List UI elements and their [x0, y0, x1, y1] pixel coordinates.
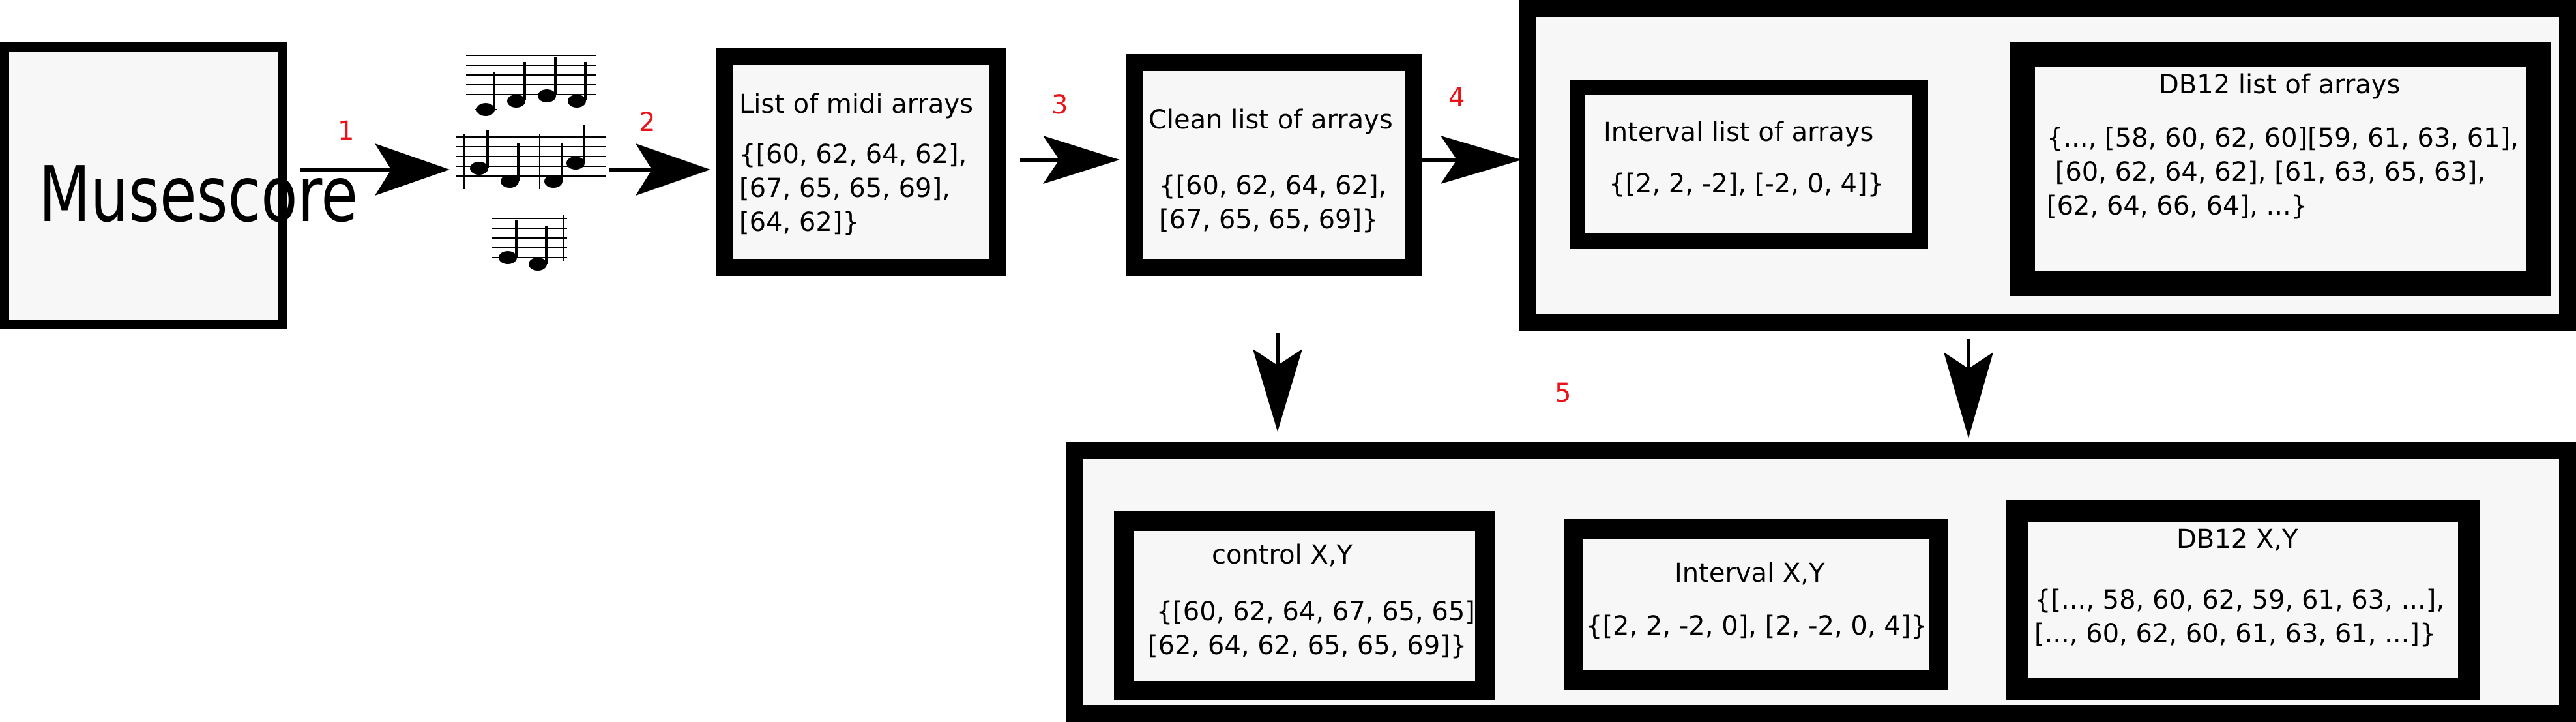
db12-arrays-body: {..., [58, 60, 62, 60][59, 61, 63, 61], …	[2047, 123, 2519, 221]
arrow-3	[1020, 136, 1120, 184]
step-label-2: 2	[639, 108, 656, 138]
step-label-5: 5	[1555, 378, 1572, 408]
step-label-3: 3	[1051, 90, 1068, 120]
clean-arrays-title: Clean list of arrays	[1149, 105, 1393, 135]
step-label-4: 4	[1448, 83, 1465, 113]
arrow-1	[300, 143, 450, 196]
db12-xy-node: DB12 X,Y {[..., 58, 60, 62, 59, 61, 63, …	[2006, 500, 2480, 700]
interval-arrays-body: {[2, 2, -2], [-2, 0, 4]}	[1609, 169, 1884, 199]
sheet-music-icon	[456, 55, 606, 271]
control-xy-title: control X,Y	[1212, 540, 1353, 570]
db12-arrays-title: DB12 list of arrays	[2159, 70, 2401, 100]
control-xy-node: control X,Y {[60, 62, 64, 67, 65, 65], […	[1114, 511, 1495, 700]
midi-arrays-body: {[60, 62, 64, 62], [67, 65, 65, 69], [64…	[739, 140, 967, 237]
xy-group: control X,Y {[60, 62, 64, 67, 65, 65], […	[1066, 442, 2576, 722]
arrow-4	[1421, 136, 1522, 184]
db12-xy-title: DB12 X,Y	[2176, 524, 2298, 554]
interval-xy-body: {[2, 2, -2, 0], [2, -2, 0, 4]}	[1586, 611, 1927, 641]
musescore-node: Musescore	[0, 42, 358, 329]
arrow-5-right	[1944, 339, 1993, 438]
interval-arrays-title: Interval list of arrays	[1603, 117, 1874, 147]
control-xy-body: {[60, 62, 64, 67, 65, 65], [62, 64, 62, …	[1148, 597, 1484, 661]
interval-xy-title: Interval X,Y	[1675, 558, 1825, 588]
step-label-1: 1	[338, 116, 355, 146]
clean-arrays-body: {[60, 62, 64, 62], [67, 65, 65, 69]}	[1159, 171, 1387, 235]
midi-arrays-node: List of midi arrays {[60, 62, 64, 62], […	[716, 48, 1006, 276]
interval-xy-node: Interval X,Y {[2, 2, -2, 0], [2, -2, 0, …	[1564, 519, 1948, 690]
musescore-label: Musescore	[38, 149, 358, 239]
db12-xy-body: {[..., 58, 60, 62, 59, 61, 63, ...], [..…	[2034, 585, 2445, 649]
arrow-5-left	[1253, 333, 1302, 432]
interval-arrays-node: Interval list of arrays {[2, 2, -2], [-2…	[1570, 80, 1928, 249]
arrow-2	[609, 143, 710, 196]
interval-db12-group: Interval list of arrays {[2, 2, -2], [-2…	[1519, 0, 2576, 331]
db12-arrays-node: DB12 list of arrays {..., [58, 60, 62, 6…	[2010, 42, 2551, 296]
midi-arrays-title: List of midi arrays	[739, 89, 973, 119]
clean-arrays-node: Clean list of arrays {[60, 62, 64, 62], …	[1126, 54, 1422, 276]
